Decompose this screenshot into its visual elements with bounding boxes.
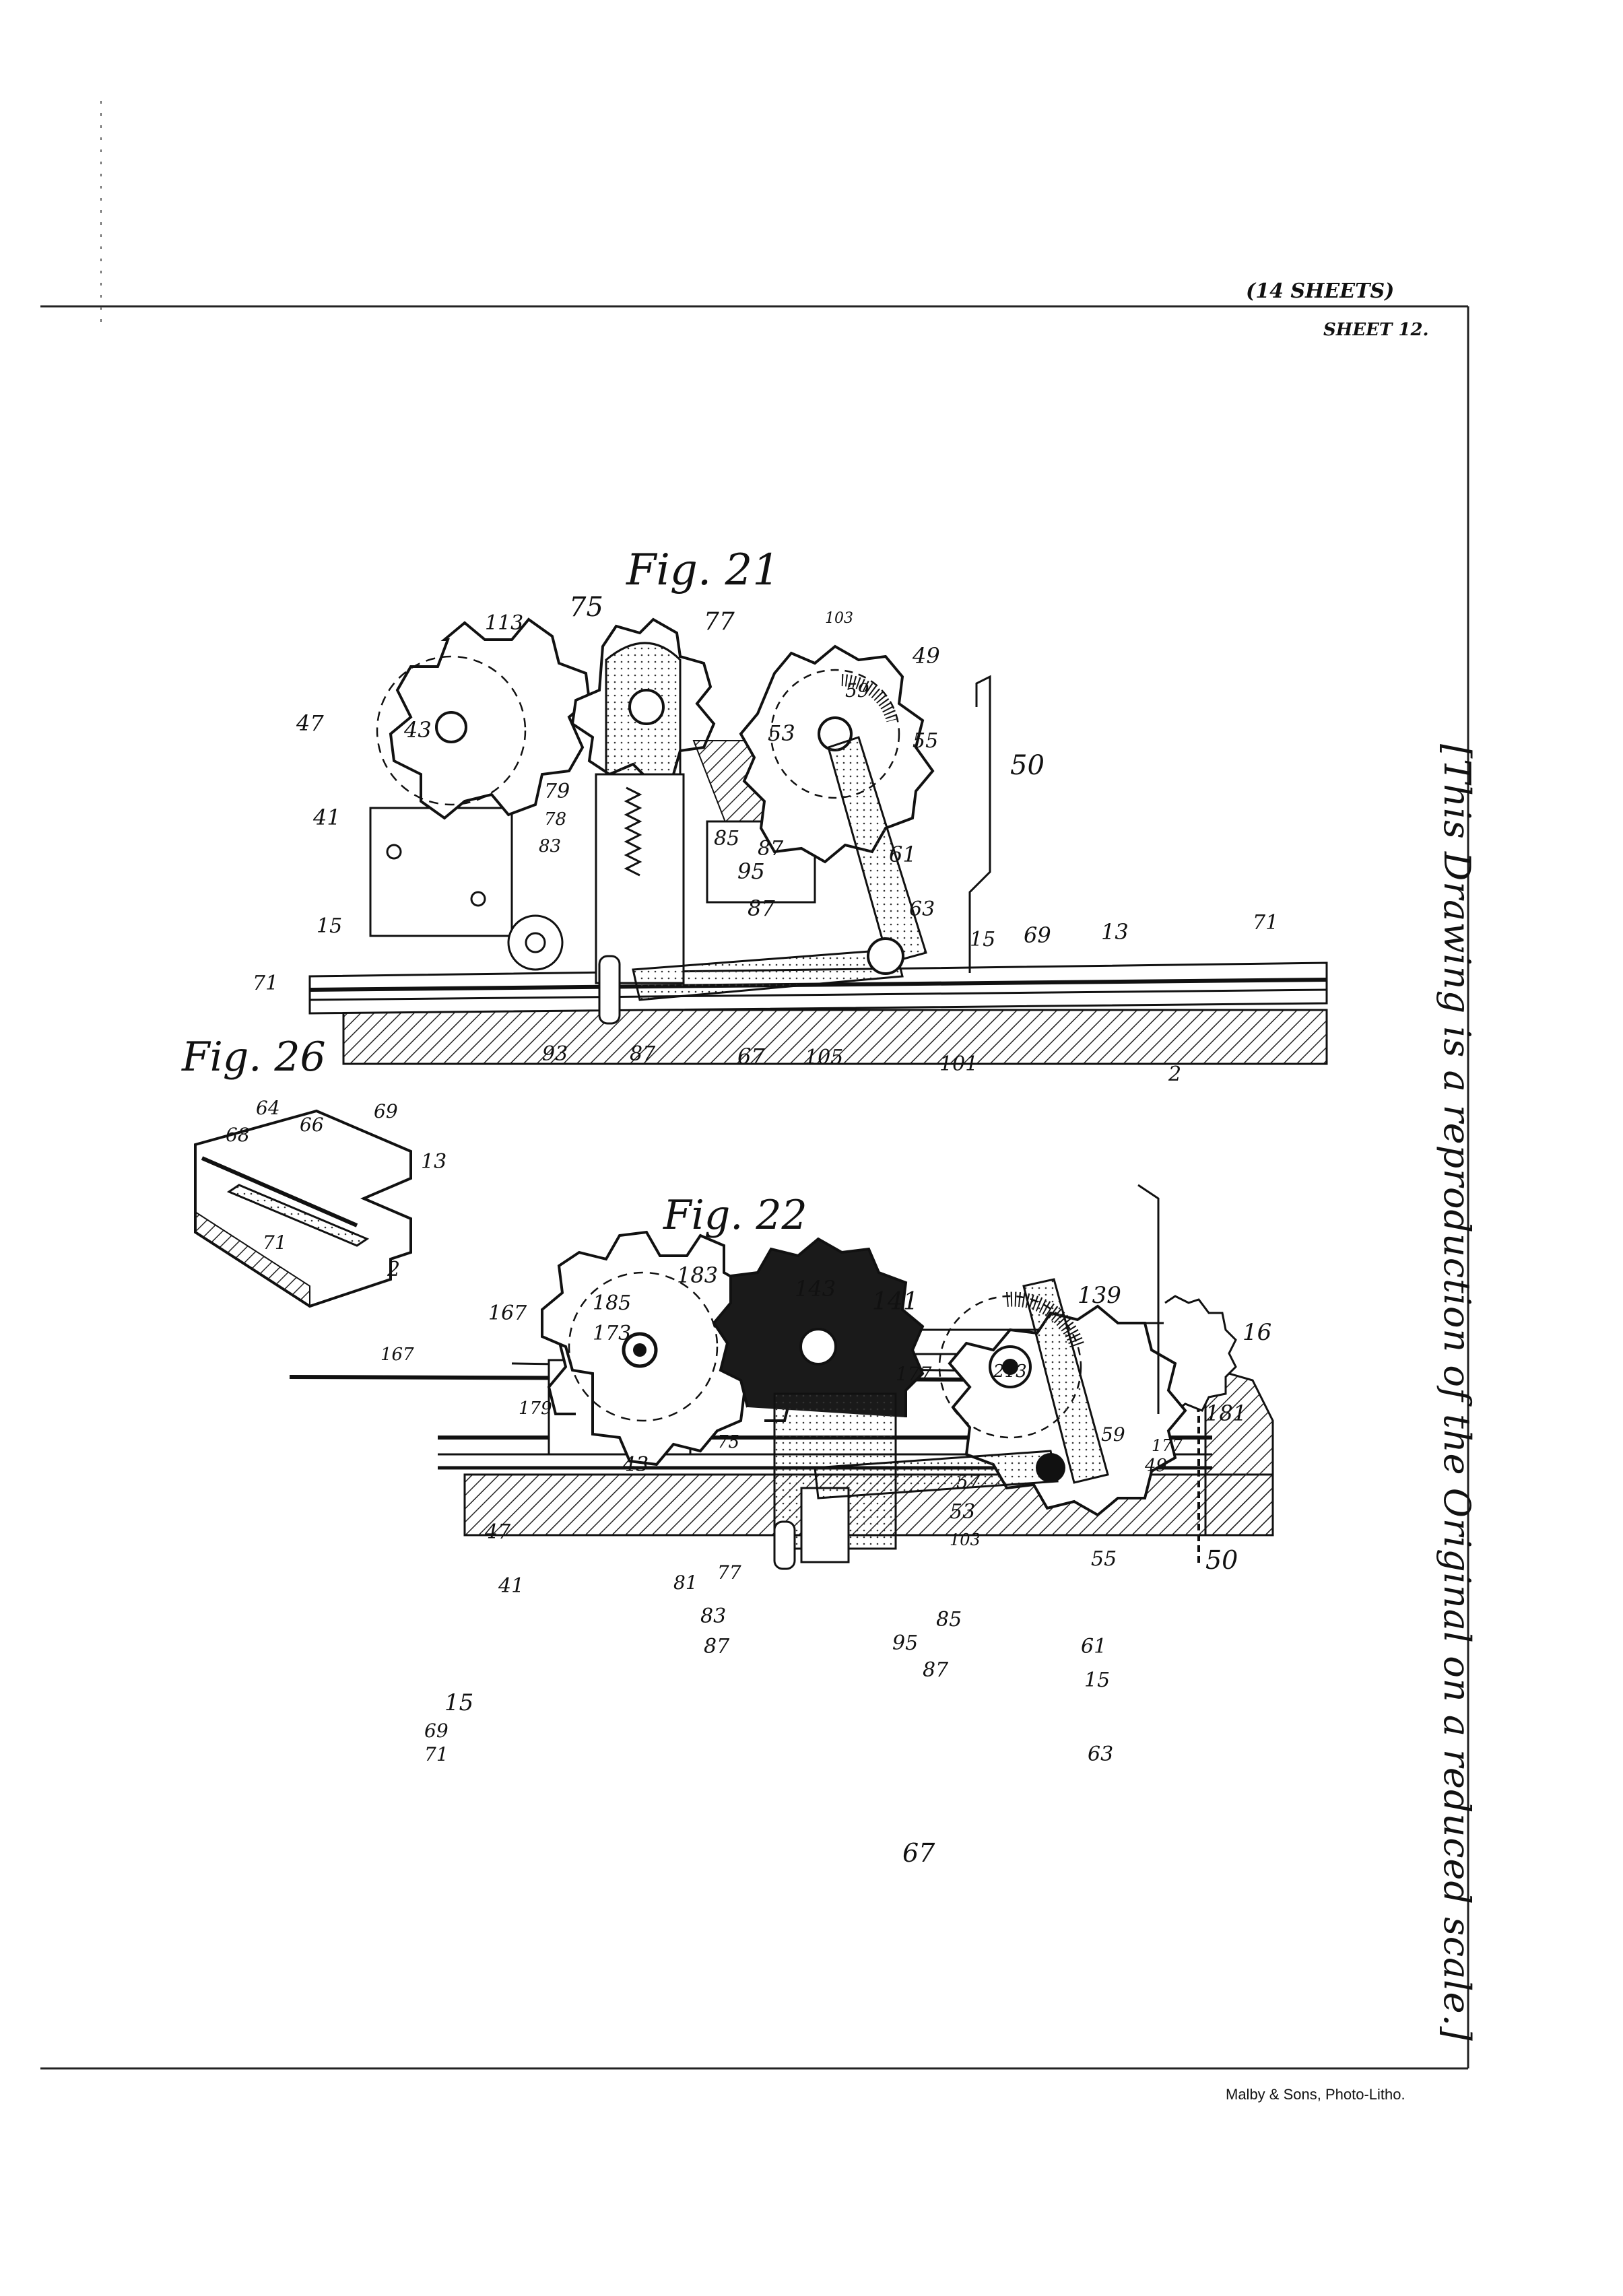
ref-numeral: 55	[1091, 1547, 1117, 1571]
ref-numeral: 79	[544, 780, 570, 803]
figure-title-21: Fig. 21	[626, 545, 780, 595]
ref-numeral: 93	[542, 1042, 568, 1066]
ref-numeral: 141	[872, 1288, 919, 1316]
ref-numeral: 64	[256, 1097, 280, 1119]
ref-numeral: 71	[424, 1743, 449, 1765]
ref-numeral: 67	[737, 1044, 765, 1069]
ref-numeral: 69	[424, 1720, 449, 1742]
ref-numeral: 213	[993, 1361, 1027, 1382]
ref-numeral: 113	[485, 611, 523, 635]
sheets-total: (14 SHEETS)	[1246, 279, 1395, 303]
ref-numeral: 69	[1024, 922, 1051, 948]
ref-numeral: 95	[892, 1631, 918, 1655]
ref-numeral: 67	[902, 1838, 935, 1868]
ref-numeral: 83	[700, 1605, 726, 1628]
ref-numeral: 167	[488, 1302, 527, 1325]
ref-numeral: 103	[825, 610, 853, 627]
ref-numeral: 66	[300, 1114, 324, 1136]
ref-numeral: 87	[704, 1635, 730, 1658]
ref-numeral: 167	[380, 1345, 414, 1365]
ref-numeral: 183	[677, 1262, 718, 1288]
ref-numeral: 77	[704, 608, 735, 636]
ref-numeral: 41	[312, 805, 341, 830]
figure-title-22: Fig. 22	[663, 1192, 807, 1239]
ref-numeral: 177	[896, 1363, 932, 1385]
ref-numeral: 49	[912, 643, 940, 669]
ref-numeral: 105	[805, 1046, 843, 1069]
ref-numeral: 71	[1253, 911, 1278, 935]
ref-numeral: 15	[1084, 1668, 1110, 1692]
ref-numeral: 177	[1152, 1436, 1183, 1455]
ref-numeral: 49	[1144, 1456, 1167, 1476]
ref-numeral: 87	[923, 1658, 949, 1682]
ref-numeral: 16	[1243, 1319, 1271, 1346]
ref-numeral: 15	[970, 928, 995, 951]
ref-numeral: 87	[630, 1042, 656, 1066]
ref-numeral: 179	[519, 1398, 552, 1419]
ref-numeral: 69	[374, 1100, 398, 1122]
figure-title-26: Fig. 26	[182, 1034, 326, 1081]
ref-numeral: 15	[317, 914, 342, 938]
ref-numeral: 78	[544, 809, 566, 830]
sheet-number: SHEET 12.	[1323, 320, 1429, 340]
ref-numeral: 101	[939, 1052, 978, 1076]
ref-numeral: 95	[737, 858, 765, 884]
ref-numeral: 63	[1088, 1743, 1113, 1766]
ref-numeral: 53	[768, 720, 795, 746]
ref-numeral: 83	[539, 836, 561, 856]
ref-numeral: 61	[889, 842, 917, 867]
ref-numeral: 185	[593, 1291, 631, 1315]
ref-numeral: 181	[1205, 1400, 1247, 1426]
ref-numeral: 41	[498, 1574, 524, 1598]
ref-numeral: 47	[484, 1520, 511, 1544]
ref-numeral: 43	[403, 717, 432, 743]
ref-numeral: 71	[253, 972, 278, 995]
ref-numeral: 13	[421, 1150, 446, 1174]
ref-numeral: 77	[717, 1561, 741, 1584]
ref-numeral: 173	[593, 1322, 631, 1345]
ref-numeral: 103	[950, 1530, 981, 1549]
ref-numeral: 68	[226, 1124, 250, 1146]
ref-numeral: 87	[758, 837, 784, 860]
ref-numeral: 85	[936, 1608, 962, 1631]
ref-numeral: 43	[622, 1453, 649, 1477]
ref-numeral: 47	[296, 710, 324, 736]
ref-numeral: 143	[795, 1276, 836, 1302]
ref-numeral: 63	[909, 898, 935, 921]
ref-numeral: 55	[913, 729, 938, 753]
ref-numeral: 85	[714, 827, 739, 850]
printer-credit: Malby & Sons, Photo-Litho.	[1226, 2086, 1405, 2103]
ref-numeral: 50	[1205, 1545, 1238, 1575]
reduced-scale-note: [This Drawing is a reproduction of the O…	[1436, 744, 1478, 2041]
ref-numeral: 59	[1101, 1423, 1125, 1446]
ref-numeral: 2	[1168, 1062, 1181, 1086]
ref-numeral: 59	[845, 679, 869, 702]
ref-numeral: 75	[717, 1432, 739, 1452]
ref-numeral: 61	[1081, 1635, 1106, 1658]
ref-numeral: 75	[569, 592, 603, 623]
ref-numeral: 71	[263, 1231, 287, 1254]
ref-numeral: 2	[387, 1258, 400, 1281]
ref-numeral: 15	[444, 1689, 473, 1716]
ref-numeral: 139	[1078, 1282, 1121, 1309]
ref-numeral: 50	[1010, 750, 1045, 781]
ref-numeral: 81	[673, 1572, 698, 1594]
ref-numeral: 53	[950, 1500, 975, 1524]
ref-numeral: 13	[1101, 919, 1129, 945]
ref-numeral: 57	[956, 1471, 981, 1493]
ref-numeral: 87	[748, 896, 775, 921]
